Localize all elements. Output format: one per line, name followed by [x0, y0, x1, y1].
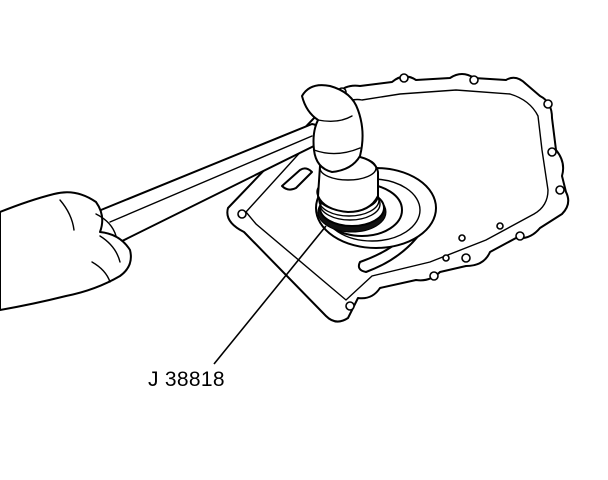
callout-leader-line — [213, 225, 327, 365]
tool-callout-label: J 38818 — [148, 368, 225, 391]
seal-installer-tool — [316, 154, 387, 233]
hand — [0, 191, 132, 311]
hammer — [95, 84, 364, 247]
